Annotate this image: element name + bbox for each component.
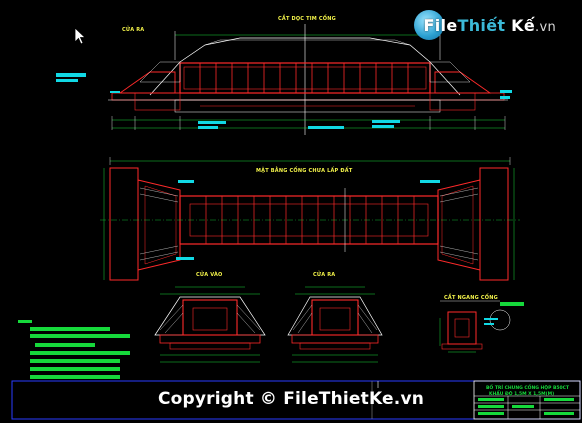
copyright-text: Copyright © FileThietKe.vn	[157, 389, 425, 409]
watermark-logo-text: FileThiết Kế.vn	[424, 16, 556, 35]
outlet-elevation: CỬA RA	[287, 270, 383, 363]
watermark-logo-end: Kế	[511, 16, 536, 35]
inlet-elevation: CỬA VÀO	[154, 270, 266, 363]
longitudinal-section-title: CẮT DỌC TIM CỐNG	[278, 14, 336, 22]
outlet-title: CỬA RA	[313, 270, 335, 278]
plan-view: MẶT BẰNG CỐNG CHƯA LẤP ĐẤT	[100, 157, 520, 281]
arrow-cursor-icon	[74, 27, 86, 45]
notes-legend	[18, 320, 130, 379]
title-block: BỐ TRÍ CHUNG CỐNG HỘP B50CT KHẨU ĐỘ 1,5M…	[473, 380, 581, 420]
plan-view-title: MẶT BẰNG CỐNG CHƯA LẤP ĐẤT	[256, 166, 353, 174]
title-block-line2: KHẨU ĐỘ 1,5M X 1,5M(M)	[489, 389, 554, 397]
watermark-logo-accent: Thiết	[457, 16, 506, 35]
watermark-logo-icon: F	[414, 10, 444, 40]
longitudinal-section: CẮT DỌC TIM CỐNG CỬA RA	[56, 14, 512, 135]
cross-section-title: CẮT NGANG CỐNG	[444, 293, 498, 301]
inlet-title: CỬA VÀO	[196, 270, 223, 278]
title-block-line1: BỐ TRÍ CHUNG CỐNG HỘP B50CT	[486, 383, 570, 391]
watermark-logo-suffix: .vn	[535, 20, 556, 35]
cross-section: CẮT NGANG CỐNG	[439, 293, 524, 353]
watermark-logo-main: File	[423, 16, 458, 35]
outlet-top-label: CỬA RA	[122, 25, 144, 33]
